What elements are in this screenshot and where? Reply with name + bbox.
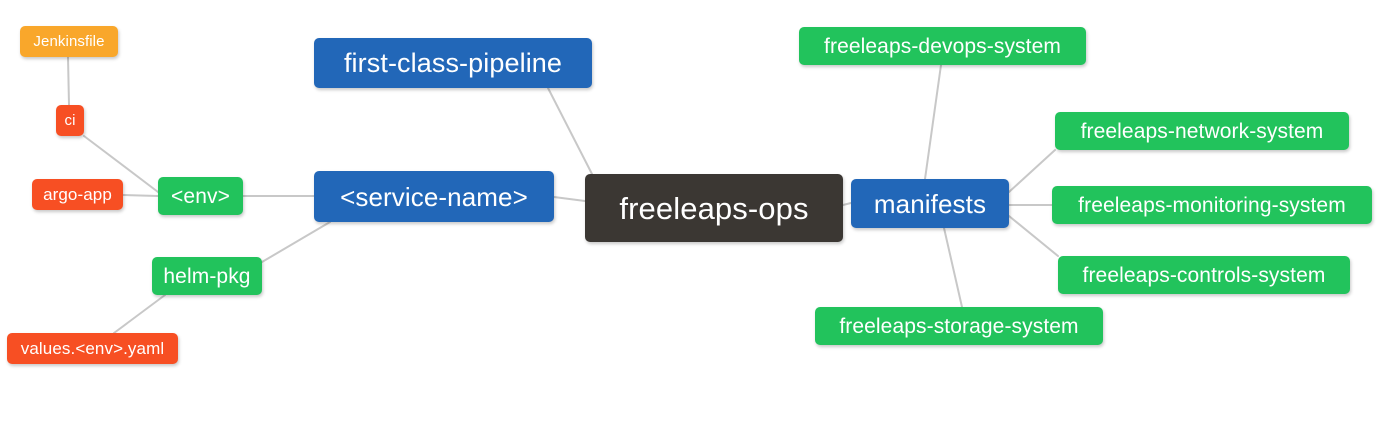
edge-root-to-service — [553, 196, 586, 202]
node-ci[interactable]: ci — [56, 105, 84, 136]
node-env[interactable]: <env> — [158, 177, 243, 215]
edge-root-to-manifests — [842, 202, 852, 206]
edge-helm-to-values — [113, 294, 166, 334]
node-jenkins[interactable]: Jenkinsfile — [20, 26, 118, 57]
node-manifests[interactable]: manifests — [851, 179, 1009, 228]
node-root[interactable]: freeleaps-ops — [585, 174, 843, 242]
node-monitoring[interactable]: freeleaps-monitoring-system — [1052, 186, 1372, 224]
edge-manifests-to-controls — [1008, 215, 1059, 257]
node-helm[interactable]: helm-pkg — [152, 257, 262, 295]
node-storage[interactable]: freeleaps-storage-system — [815, 307, 1103, 345]
edge-root-to-pipeline — [547, 87, 593, 175]
edge-manifests-to-network — [1008, 149, 1056, 193]
node-pipeline[interactable]: first-class-pipeline — [314, 38, 592, 88]
edge-env-to-argo — [122, 194, 159, 197]
edge-manifests-to-storage — [943, 227, 963, 308]
edge-manifests-to-devops — [924, 64, 942, 180]
node-controls[interactable]: freeleaps-controls-system — [1058, 256, 1350, 294]
node-argo[interactable]: argo-app — [32, 179, 123, 210]
edge-service-to-helm — [261, 221, 331, 263]
node-devops[interactable]: freeleaps-devops-system — [799, 27, 1086, 65]
edge-env-to-ci — [83, 135, 159, 193]
node-values[interactable]: values.<env>.yaml — [7, 333, 178, 364]
node-network[interactable]: freeleaps-network-system — [1055, 112, 1349, 150]
node-service[interactable]: <service-name> — [314, 171, 554, 222]
edge-ci-to-jenkins — [67, 56, 70, 106]
